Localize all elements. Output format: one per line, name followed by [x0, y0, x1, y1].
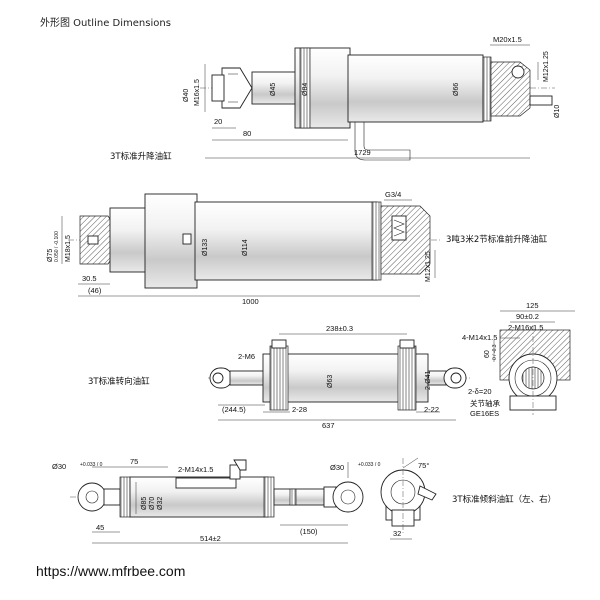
- dim-75: 75: [130, 457, 138, 466]
- drawing-lift-cylinder: [200, 44, 555, 161]
- drawing-tilt-side-view: [380, 457, 437, 540]
- dim-d10: Ø10: [554, 105, 561, 118]
- bearing-label: 关节轴承: [470, 398, 500, 408]
- caption-steering-cylinder: 3T标准转向油缸: [88, 376, 150, 387]
- dim-d84: Ø84: [302, 83, 309, 96]
- dim-2d41: 2-Ø41: [425, 370, 432, 390]
- dim-d75: Ø75: [47, 249, 54, 262]
- dim-l46: (46): [88, 286, 102, 295]
- dim-d45: Ø45: [270, 83, 277, 96]
- dim-d66: Ø66: [453, 83, 460, 96]
- dim-d30-right: Ø30: [330, 463, 344, 472]
- dim-d40: Ø40: [183, 89, 190, 102]
- dim-60: 60: [484, 350, 491, 358]
- dim-514: 514±2: [200, 534, 221, 543]
- dim-l20: 20: [214, 117, 222, 126]
- dim-637: 637: [322, 421, 335, 430]
- dim-2-28: 2-28: [292, 405, 307, 414]
- watermark-url: https://www.mfrbee.com: [36, 563, 185, 579]
- dim-d30-left: Ø30: [52, 462, 66, 471]
- dim-g34: G3/4: [385, 190, 401, 199]
- page-title: 外形图 Outline Dimensions: [40, 17, 171, 29]
- dim-d133: Ø133: [202, 239, 209, 256]
- caption-tilt-cylinder: 3T标准倾斜油缸（左、右）: [452, 494, 556, 505]
- dim-150: (150): [300, 527, 318, 536]
- dim-l1000: 1000: [242, 297, 259, 306]
- dim-l80: 80: [243, 129, 251, 138]
- dim-m16: M16x1.5: [194, 79, 201, 106]
- dim-d30-left-tol: +0.033 / 0: [80, 462, 103, 468]
- drawing-steering-cylinder: [208, 333, 470, 421]
- caption-lift-cylinder: 3T标准升降油缸: [110, 151, 172, 162]
- caption-front-lift-cylinder: 3吨3米2节标准前升降油缸: [446, 234, 548, 245]
- dim-d85: Ø85: [141, 497, 148, 510]
- dim-32: 32: [393, 529, 401, 538]
- dim-2-22: 2-22: [424, 405, 439, 414]
- dim-238: 238±0.3: [326, 324, 353, 333]
- dim-d63: Ø63: [327, 375, 334, 388]
- dim-4m14: 4-M14x1.5: [462, 333, 497, 342]
- dim-75deg: 75°: [418, 461, 429, 470]
- dim-125: 125: [526, 301, 539, 310]
- dim-60-tol: 0 / -0.3: [492, 344, 498, 360]
- dim-d75-tol: 0.050 / -0.100: [54, 231, 60, 262]
- dim-2m16: 2-M16x1.5: [508, 323, 543, 332]
- dim-d70: Ø70: [149, 497, 156, 510]
- dim-m18: M18x1.5: [65, 235, 72, 262]
- dim-244-5: (244.5): [222, 405, 246, 414]
- dim-d114: Ø114: [242, 239, 249, 256]
- dim-m12: M12x1.25: [543, 51, 550, 82]
- dim-d32: Ø32: [157, 497, 164, 510]
- dim-2r20: 2-δ=20: [468, 387, 492, 396]
- dim-d30-right-tol: +0.033 / 0: [358, 462, 381, 468]
- dim-l1729: 1729: [354, 148, 371, 157]
- dim-2m14: 2-M14x1.5: [178, 465, 213, 474]
- dim-m12b: M12x1.25: [425, 251, 432, 282]
- dim-2m6: 2-M6: [238, 352, 255, 361]
- dim-45: 45: [96, 523, 104, 532]
- drawing-tilt-cylinder: [70, 459, 364, 544]
- bearing-model: GE16ES: [470, 409, 499, 418]
- dim-l30-5: 30.5: [82, 274, 97, 283]
- dim-90: 90±0.2: [516, 312, 539, 321]
- dim-m20: M20x1.5: [493, 35, 522, 44]
- drawing-front-lift-cylinder: [61, 193, 440, 297]
- drawing-steering-side-view: [493, 310, 575, 415]
